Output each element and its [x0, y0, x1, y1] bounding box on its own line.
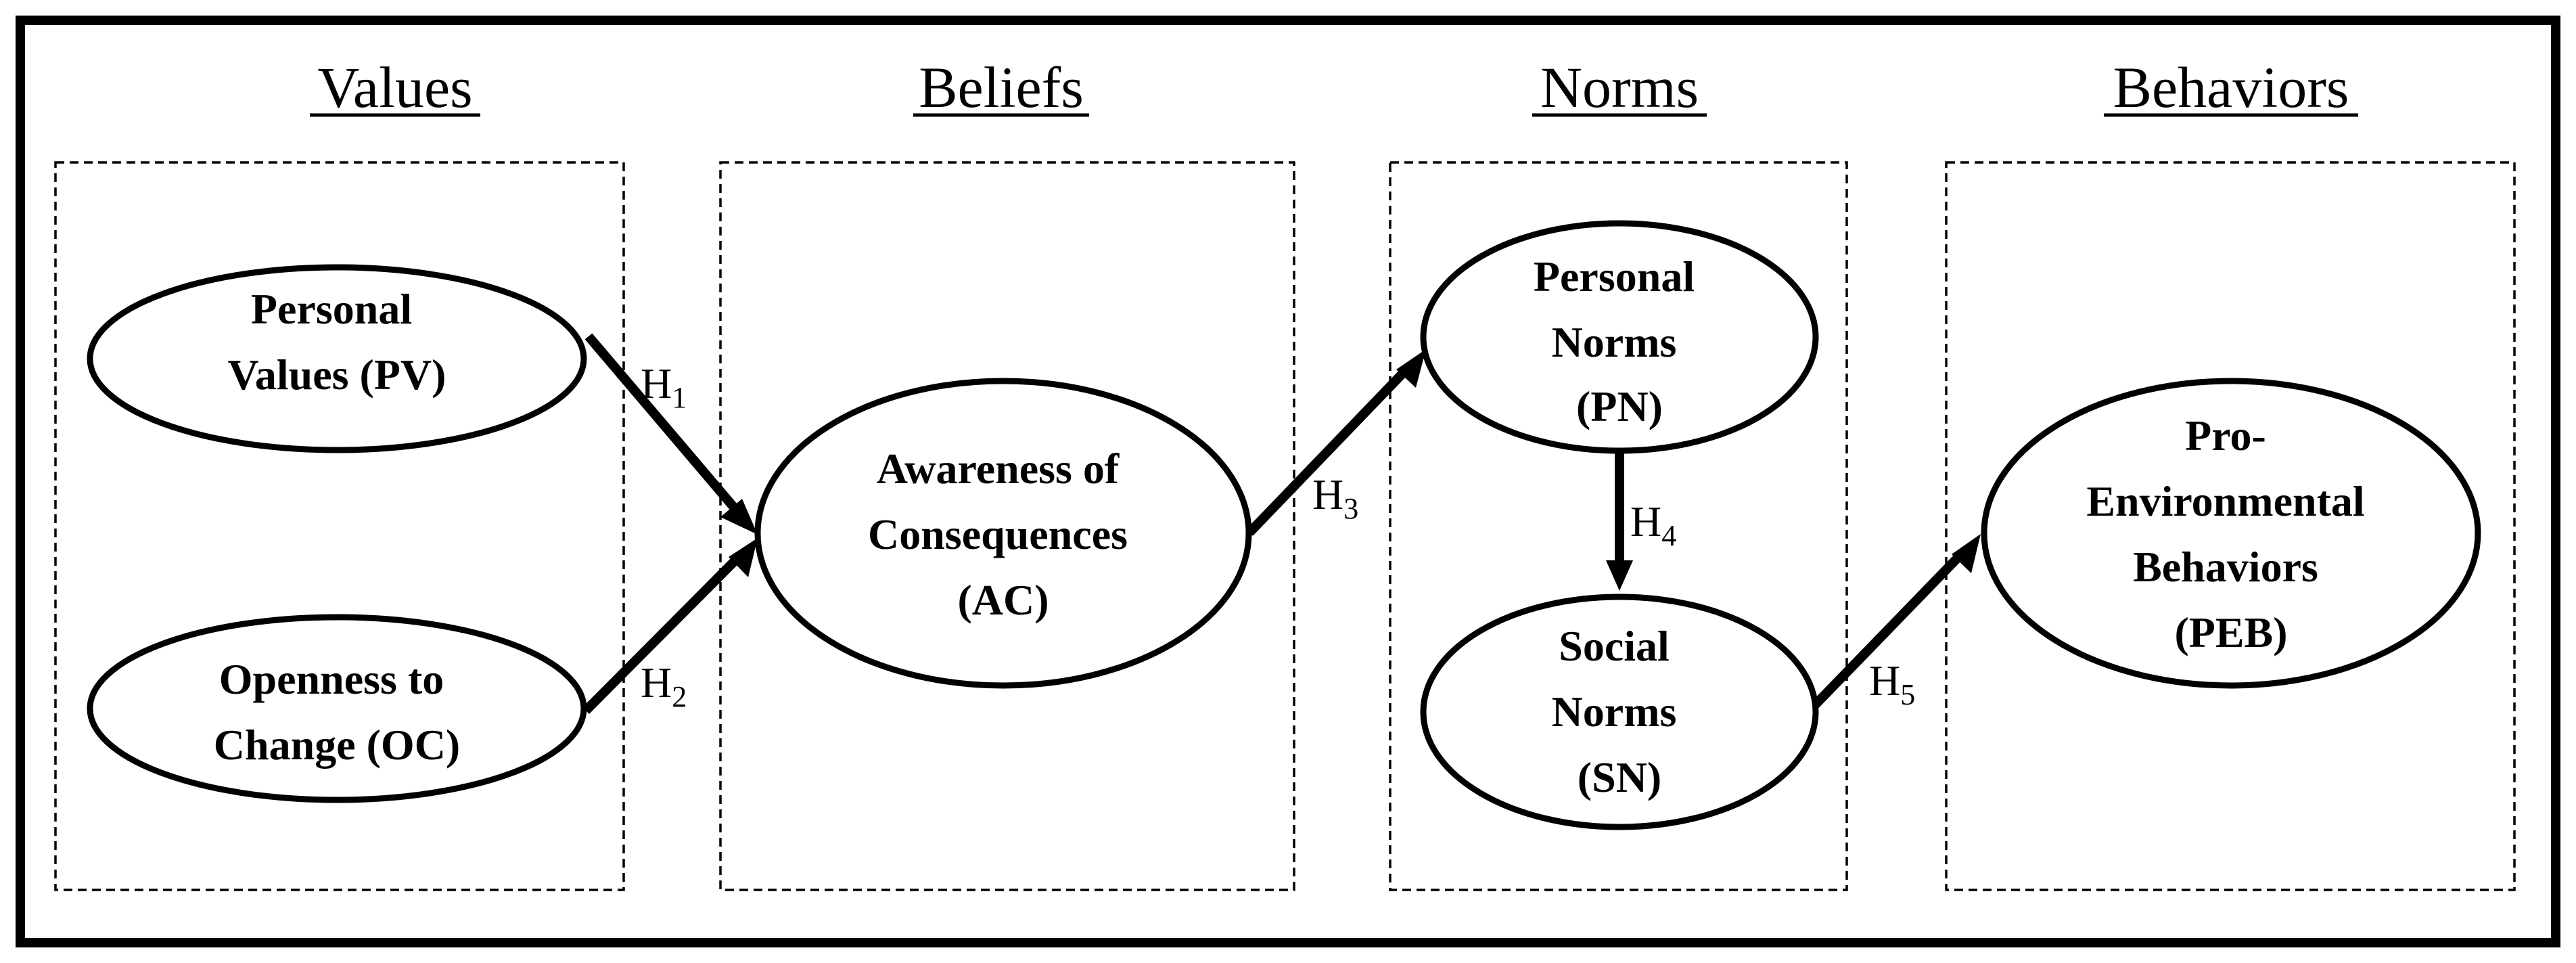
- node-pn-ellipse: [1420, 220, 1819, 454]
- arrow-h3-head: [1396, 349, 1426, 388]
- arrow-h2-line: [582, 554, 742, 714]
- node-sn-line-3: (SN): [1578, 753, 1661, 801]
- hypothesis-h3-sub: 3: [1343, 492, 1358, 525]
- node-pn-line-3: (PN): [1576, 382, 1663, 430]
- hypothesis-h4-label: H4: [1630, 497, 1676, 552]
- node-pv-line-1: Personal: [251, 285, 412, 333]
- node-ac-line-1: Awareness of: [877, 445, 1120, 493]
- node-pn-line-1: Personal: [1534, 252, 1695, 300]
- node-ac-ellipse: [754, 378, 1252, 689]
- header-values-text: Values: [317, 55, 472, 120]
- hypothesis-h2-sub: 2: [672, 680, 687, 713]
- node-peb-ellipse: [1981, 378, 2481, 689]
- node-ac-line-2: Consequences: [868, 510, 1128, 558]
- hypothesis-h5-label: H5: [1869, 656, 1915, 711]
- hypothesis-h2-base: H: [641, 658, 672, 707]
- arrow-h1-head: [720, 499, 758, 535]
- node-oc-ellipse: [87, 614, 587, 803]
- hypothesis-h3-label: H3: [1312, 470, 1358, 525]
- arrow-h5-head: [1952, 534, 1981, 573]
- node-pn-label: Personal Norms (PN): [1534, 252, 1705, 430]
- beliefs-group-box: [719, 161, 1295, 891]
- node-pv-line-2: Values (PV): [228, 351, 446, 399]
- hypothesis-h5-sub: 5: [1900, 678, 1915, 711]
- node-sn-ellipse: [1420, 594, 1819, 830]
- node-sn-label: Social Norms (SN): [1552, 622, 1688, 801]
- node-oc-line-1: Openness to: [219, 655, 444, 703]
- node-oc-line-2: Change (OC): [214, 721, 460, 769]
- header-values: Values: [310, 55, 480, 120]
- header-norms-text: Norms: [1540, 55, 1699, 120]
- norms-group-box: [1389, 161, 1848, 891]
- node-ac-label: Awareness of Consequences (AC): [868, 445, 1138, 624]
- hypothesis-h5-base: H: [1869, 656, 1900, 704]
- hypothesis-h4-base: H: [1630, 497, 1661, 545]
- hypothesis-h4-sub: 4: [1661, 519, 1676, 552]
- node-sn-line-1: Social: [1559, 622, 1670, 670]
- node-peb-label: Pro- Environmental Behaviors (PEB): [2086, 411, 2375, 656]
- node-pn-line-2: Norms: [1552, 318, 1677, 366]
- arrow-h4-head: [1606, 560, 1633, 591]
- hypothesis-h3-base: H: [1312, 470, 1343, 518]
- node-oc-label: Openness to Change (OC): [214, 655, 460, 769]
- arrow-h2-head: [729, 538, 758, 577]
- hypothesis-h2-label: H2: [641, 658, 687, 713]
- node-pv-label: Personal Values (PV): [228, 285, 446, 399]
- header-behaviors-text: Behaviors: [2113, 55, 2349, 120]
- hypothesis-h1-label: H1: [641, 359, 687, 414]
- node-ac-line-3: (AC): [957, 576, 1049, 624]
- header-beliefs-text: Beliefs: [919, 55, 1084, 120]
- node-pv-ellipse: [87, 264, 587, 453]
- node-peb-line-1: Pro-: [2185, 411, 2266, 460]
- node-peb-line-2: Environmental: [2086, 477, 2364, 525]
- hypothesis-h1-base: H: [641, 359, 672, 407]
- hypothesis-h1-sub: 1: [672, 381, 687, 414]
- header-beliefs: Beliefs: [913, 55, 1089, 120]
- header-norms: Norms: [1532, 55, 1707, 120]
- values-group-box: [54, 161, 625, 891]
- node-sn-line-2: Norms: [1552, 688, 1677, 736]
- arrow-h1-line: [584, 333, 743, 516]
- arrow-h5-line: [1806, 550, 1966, 714]
- node-peb-line-4: (PEB): [2174, 608, 2287, 656]
- header-behaviors: Behaviors: [2104, 55, 2358, 120]
- behaviors-group-box: [1945, 161, 2516, 891]
- node-peb-line-3: Behaviors: [2133, 543, 2318, 591]
- arrow-h3-line: [1245, 365, 1411, 536]
